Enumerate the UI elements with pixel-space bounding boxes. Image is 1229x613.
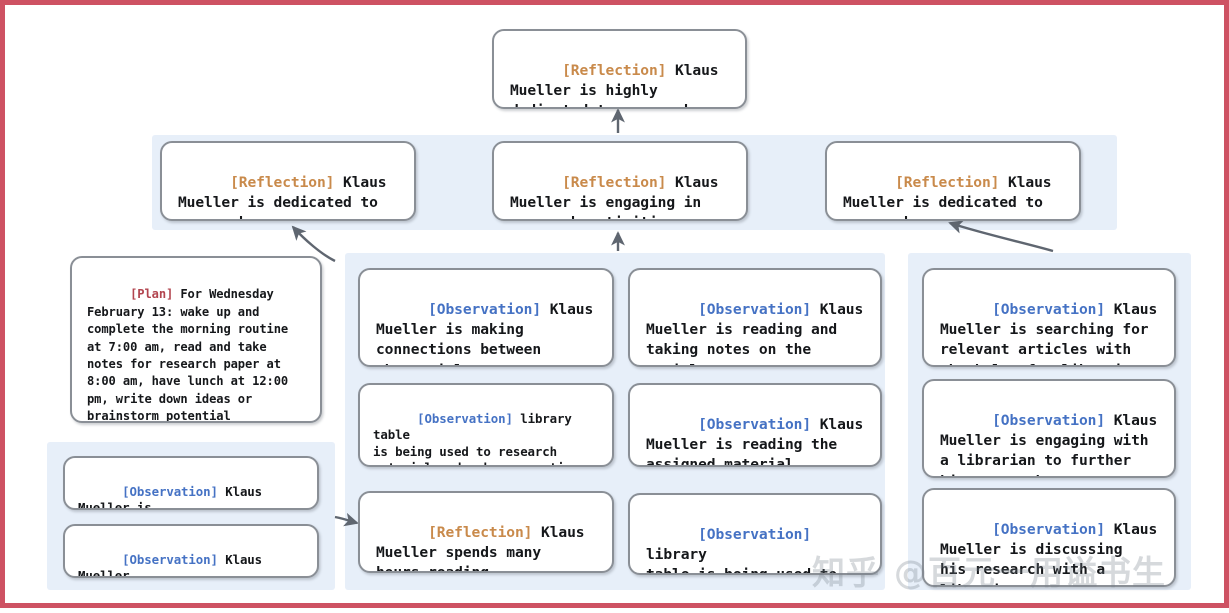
node-text: Klaus Mueller is making connections betw… bbox=[376, 301, 594, 365]
node-text: library table is being used to research … bbox=[373, 410, 587, 465]
memory-stream-diagram: [Reflection] Klaus Mueller is highly ded… bbox=[5, 5, 1229, 613]
node-text: Klaus Mueller is reading the assigned ma… bbox=[646, 416, 864, 467]
node-tag: [Observation] bbox=[698, 526, 812, 544]
node-tag: [Observation] bbox=[122, 551, 218, 567]
node-text: Klaus Mueller is engaging in research ac… bbox=[510, 174, 719, 219]
node-observation-searching-articles[interactable]: [Observation] Klaus Mueller is searching… bbox=[922, 268, 1176, 367]
node-text: Klaus Mueller spends many hours reading bbox=[376, 524, 585, 573]
node-observation-discussing-research[interactable]: [Observation] Klaus Mueller is discussin… bbox=[922, 488, 1176, 587]
node-tag: [Observation] bbox=[698, 301, 812, 319]
node-observation-gentrification[interactable]: [Observation] Klaus Mueller is reading a… bbox=[63, 456, 319, 510]
node-root-reflection[interactable]: [Reflection] Klaus Mueller is highly ded… bbox=[492, 29, 747, 109]
node-text: Klaus Mueller is engaging with a librari… bbox=[940, 412, 1158, 476]
node-observation-reading-taking-notes[interactable]: [Observation] Klaus Mueller is reading a… bbox=[628, 268, 882, 367]
node-tag: [Observation] bbox=[417, 410, 513, 426]
node-text: Klaus Mueller is searching for relevant … bbox=[940, 301, 1158, 365]
node-observation-discuss-research-material[interactable]: [Observation] library table is being use… bbox=[628, 493, 882, 575]
node-tag: [Reflection] bbox=[895, 174, 1000, 192]
node-observation-library-table-research[interactable]: [Observation] library table is being use… bbox=[358, 383, 614, 467]
node-tag: [Reflection] bbox=[230, 174, 335, 192]
node-plan[interactable]: [Plan] For Wednesday February 13: wake u… bbox=[70, 256, 322, 423]
node-tag: [Observation] bbox=[698, 416, 812, 434]
node-observation-urban-design[interactable]: [Observation] Klaus Mueller is reading a… bbox=[63, 524, 319, 578]
node-observation-assigned-material[interactable]: [Observation] Klaus Mueller is reading t… bbox=[628, 383, 882, 467]
node-tag: [Reflection] bbox=[562, 62, 667, 80]
node-text: Klaus Mueller is dedicated to research bbox=[178, 174, 387, 219]
node-observation-engaging-librarian[interactable]: [Observation] Klaus Mueller is engaging … bbox=[922, 379, 1176, 478]
node-text: Klaus Mueller is discussing his research… bbox=[940, 521, 1158, 585]
node-tag: [Observation] bbox=[992, 412, 1106, 430]
node-reflection-left[interactable]: [Reflection] Klaus Mueller is dedicated … bbox=[160, 141, 416, 221]
node-text: library table is being used to discuss r… bbox=[646, 546, 838, 575]
node-text: Klaus Mueller is reading about gentrific… bbox=[78, 483, 263, 510]
node-reflection-hours-reading[interactable]: [Reflection] Klaus Mueller spends many h… bbox=[358, 491, 614, 573]
node-reflection-middle[interactable]: [Reflection] Klaus Mueller is engaging i… bbox=[492, 141, 748, 221]
node-text: Klaus Mueller is highly dedicated to res… bbox=[510, 62, 719, 107]
node-tag: [Reflection] bbox=[428, 524, 533, 542]
node-tag: [Reflection] bbox=[562, 174, 667, 192]
node-reflection-right[interactable]: [Reflection] Klaus Mueller is dedicated … bbox=[825, 141, 1081, 221]
node-text: Klaus Mueller is reading about urban des… bbox=[78, 551, 263, 578]
node-tag: [Observation] bbox=[992, 301, 1106, 319]
node-text: Klaus Mueller is reading and taking note… bbox=[646, 301, 864, 365]
node-text: Klaus Mueller is dedicated to research bbox=[843, 174, 1052, 219]
node-observation-making-connections[interactable]: [Observation] Klaus Mueller is making co… bbox=[358, 268, 614, 367]
node-tag: [Observation] bbox=[122, 483, 218, 499]
node-tag: [Plan] bbox=[130, 287, 174, 302]
node-tag: [Observation] bbox=[992, 521, 1106, 539]
node-text: For Wednesday February 13: wake up and c… bbox=[87, 287, 289, 423]
node-tag: [Observation] bbox=[428, 301, 542, 319]
